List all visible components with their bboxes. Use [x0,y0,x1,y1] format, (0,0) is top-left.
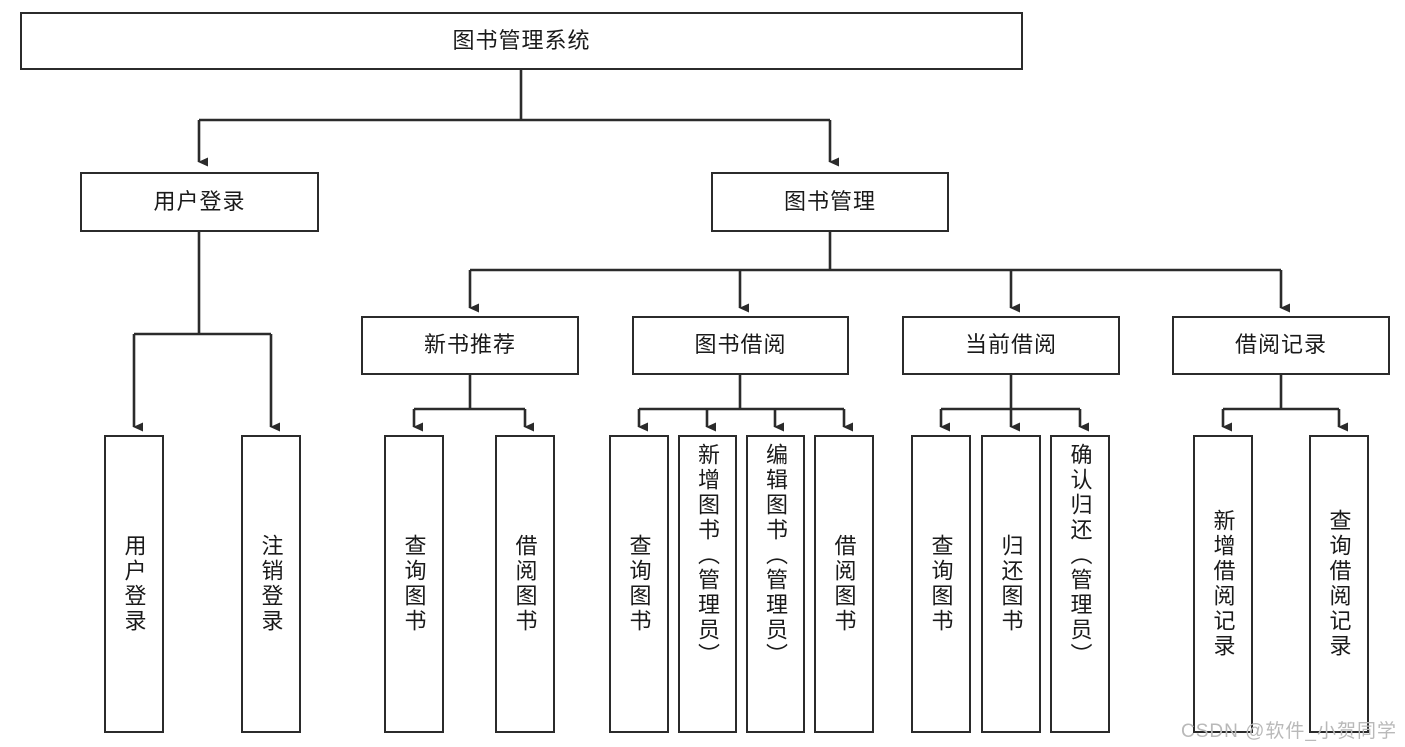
node-label: 查询图书 [626,534,652,634]
node-label: 注销登录 [258,534,284,634]
node-book-borrow[interactable]: 图书借阅 [632,316,849,375]
node-label: 新书推荐 [423,332,516,358]
node-leaf-add-borrow-record[interactable]: 新增借阅记录 [1193,435,1253,733]
node-current-borrow[interactable]: 当前借阅 [902,316,1120,375]
node-label: 查询图书 [928,534,954,634]
node-label: 用户登录 [153,188,246,214]
node-label: 图书管理 [783,188,876,214]
node-label: 编辑图书（管理员） [763,443,789,668]
node-label: 新增图书（管理员） [695,443,721,668]
node-leaf-add-book-admin[interactable]: 新增图书（管理员） [678,435,737,733]
node-label: 新增借阅记录 [1210,509,1236,659]
watermark: CSDN @软件_小贺同学 [1181,721,1397,742]
node-label: 当前借阅 [964,332,1057,358]
node-new-book-recommend[interactable]: 新书推荐 [361,316,579,375]
node-label: 确认归还（管理员） [1067,443,1093,668]
node-label: 查询图书 [401,534,427,634]
node-leaf-edit-book-admin[interactable]: 编辑图书（管理员） [746,435,805,733]
node-leaf-logout[interactable]: 注销登录 [241,435,301,733]
node-label: 图书管理系统 [452,27,591,53]
node-label: 用户登录 [121,534,147,634]
node-user-login[interactable]: 用户登录 [80,172,319,232]
node-leaf-borrow-book-recommend[interactable]: 借阅图书 [495,435,555,733]
node-leaf-query-borrow-record[interactable]: 查询借阅记录 [1309,435,1369,733]
node-book-management[interactable]: 图书管理 [711,172,949,232]
node-label: 图书借阅 [694,332,787,358]
node-root-book-management-system[interactable]: 图书管理系统 [20,12,1023,70]
node-leaf-return-book[interactable]: 归还图书 [981,435,1041,733]
node-label: 借阅图书 [831,534,857,634]
node-label: 借阅图书 [512,534,538,634]
node-label: 借阅记录 [1234,332,1327,358]
node-leaf-borrow-book[interactable]: 借阅图书 [814,435,874,733]
node-leaf-query-book-current[interactable]: 查询图书 [911,435,971,733]
node-leaf-query-book-borrow[interactable]: 查询图书 [609,435,669,733]
node-leaf-confirm-return-admin[interactable]: 确认归还（管理员） [1050,435,1110,733]
node-label: 查询借阅记录 [1326,509,1352,659]
node-borrow-record[interactable]: 借阅记录 [1172,316,1390,375]
node-leaf-query-book-recommend[interactable]: 查询图书 [384,435,444,733]
node-label: 归还图书 [998,534,1024,634]
node-leaf-user-login[interactable]: 用户登录 [104,435,164,733]
